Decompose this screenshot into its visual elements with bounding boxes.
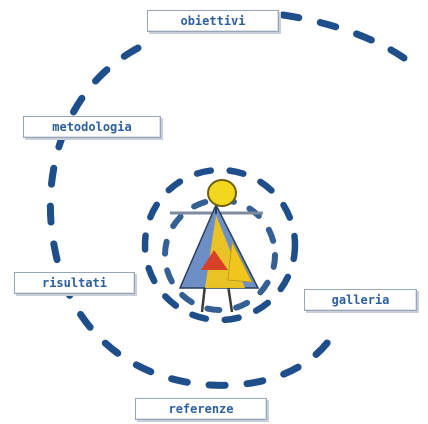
outer-dashed-orbit-top xyxy=(279,11,408,62)
nav-link-obiettivi-label: obiettivi xyxy=(180,14,246,28)
nav-link-risultati[interactable]: risultati xyxy=(14,272,135,294)
nav-link-obiettivi[interactable]: obiettivi xyxy=(147,10,279,32)
nav-link-metodologia[interactable]: metodologia xyxy=(23,116,161,138)
nav-link-risultati-label: risultati xyxy=(41,276,108,290)
nav-link-referenze-label: referenze xyxy=(168,402,234,416)
nav-link-galleria-label: galleria xyxy=(331,293,390,307)
nav-link-galleria[interactable]: galleria xyxy=(304,289,417,311)
inner-dashed-orbit xyxy=(141,166,299,324)
nav-link-referenze[interactable]: referenze xyxy=(135,398,267,420)
nav-link-metodologia-label: metodologia xyxy=(52,120,132,134)
child-figure-icon xyxy=(170,179,263,313)
